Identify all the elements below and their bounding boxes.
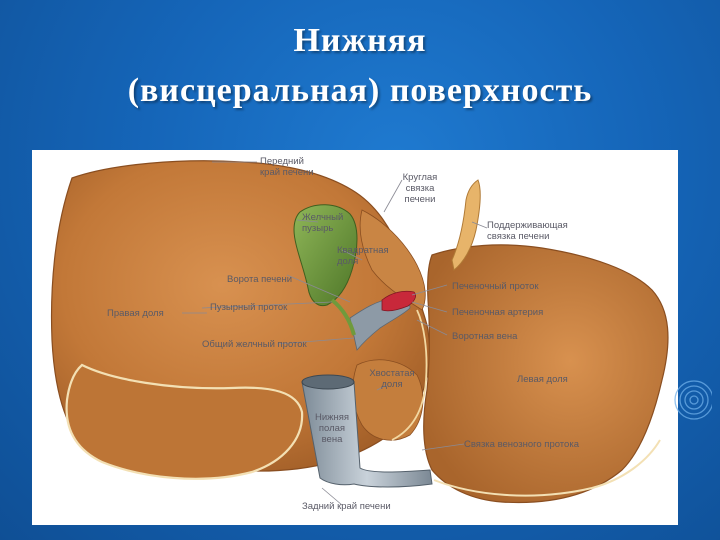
gallbladder-shape bbox=[293, 204, 358, 307]
label-gallbladder: Желчный пузырь bbox=[302, 212, 344, 234]
portal-vein-shape bbox=[349, 297, 411, 351]
label-caudate-lobe: Хвостатая доля bbox=[369, 368, 415, 390]
quadrate-lobe-shape bbox=[359, 209, 426, 311]
label-portal-vein: Воротная вена bbox=[452, 331, 518, 342]
label-left-lobe: Левая доля bbox=[517, 374, 568, 385]
label-common-bile-duct: Общий желчный проток bbox=[202, 339, 307, 350]
hepatic-artery-shape bbox=[381, 290, 416, 312]
suspensory-ligament-shape bbox=[451, 179, 481, 271]
label-hepatic-artery: Печеночная артерия bbox=[452, 307, 544, 318]
bile-duct-shape bbox=[330, 298, 356, 336]
label-right-lobe: Правая доля bbox=[107, 308, 164, 319]
liver-illustration: Передний край печени Круглая связка пече… bbox=[32, 150, 678, 525]
label-anterior-edge: Передний край печени bbox=[260, 156, 314, 178]
label-posterior-edge: Задний край печени bbox=[302, 501, 391, 512]
swirl-decoration-icon bbox=[674, 380, 712, 420]
ivc-opening bbox=[301, 374, 355, 390]
label-suspensory-ligament: Поддерживающая связка печени bbox=[487, 220, 568, 242]
liver-drawing bbox=[50, 160, 669, 506]
leader-lines bbox=[182, 161, 488, 506]
slide-title-line-1: Нижняя bbox=[293, 22, 427, 59]
label-quadrate-lobe: Квадратная доля bbox=[337, 245, 389, 267]
left-lobe-edge bbox=[433, 439, 661, 497]
slide-title-line-2: (висцеральная) поверхность bbox=[127, 72, 593, 109]
label-ivc: Нижняя полая вена bbox=[314, 412, 350, 445]
label-round-ligament: Круглая связка печени bbox=[402, 172, 438, 205]
label-hepatic-duct: Печеночный проток bbox=[452, 281, 539, 292]
venous-ligament-line bbox=[391, 309, 428, 441]
label-venous-ligament: Связка венозного протока bbox=[464, 439, 579, 450]
right-lobe-lower-shape bbox=[65, 363, 304, 480]
label-cystic-duct: Пузырный проток bbox=[210, 302, 288, 313]
label-porta-hepatis: Ворота печени bbox=[227, 274, 293, 285]
